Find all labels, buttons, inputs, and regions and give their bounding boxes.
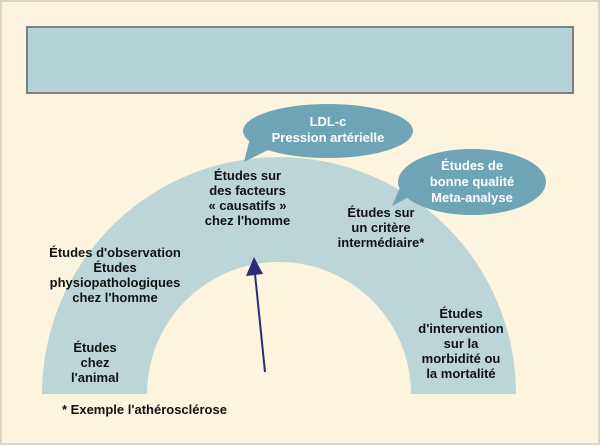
footnote: * Exemple l'athérosclérose bbox=[62, 402, 227, 417]
label-intervention: Études d'intervention sur la morbidité o… bbox=[418, 306, 504, 381]
label-critere: Études sur un critère intermédiaire* bbox=[337, 205, 425, 250]
arrow-shaft bbox=[254, 273, 266, 373]
bubble-qualite-tail bbox=[392, 183, 418, 206]
title-box bbox=[26, 26, 574, 94]
arch-band bbox=[42, 157, 516, 394]
bubble-qualite-text: Études de bonne qualité Meta-analyse bbox=[429, 158, 515, 205]
bubble-ldl-text: LDL-c Pression artérielle bbox=[271, 114, 385, 145]
bubble-ldl bbox=[243, 104, 413, 158]
arrow-head bbox=[246, 257, 263, 276]
label-observation: Études d'observation Études physiopathol… bbox=[49, 245, 181, 305]
bubble-qualite bbox=[398, 149, 546, 215]
label-animal: Études chez l'animal bbox=[71, 340, 119, 385]
label-causatifs: Études sur des facteurs « causatifs » ch… bbox=[204, 168, 291, 228]
bubble-ldl-tail bbox=[244, 138, 268, 162]
